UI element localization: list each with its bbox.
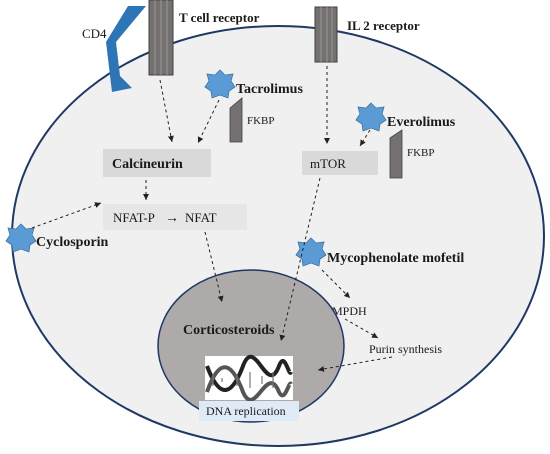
cd4-label: CD4 [82,26,107,41]
arrow-mycophenolate-to-impdh [321,269,351,299]
fkbp-left-icon [229,97,243,143]
t-cell-receptor-icon [148,0,174,76]
mtor-box [302,151,378,175]
mtor-label: mTOR [310,156,346,171]
dna-helix-icon [205,355,293,402]
tacrolimus-label: Tacrolimus [236,82,303,97]
arrow-cyclosporin-to-nfat [31,202,102,229]
fkbp-left-label: FKBP [247,115,275,127]
nfat-label: NFAT [185,210,217,225]
il2-receptor-icon [314,6,338,63]
cd4-receptor-icon [106,6,146,92]
il2-receptor-label: IL 2 receptor [347,18,420,33]
arrow-impdh-to-purin [344,318,379,339]
nfat-box [103,204,247,230]
mycophenolate-label: Mycophenolate mofetil [327,251,464,266]
calcineurin-box [103,149,211,177]
nfat-p-label: NFAT-P [113,210,155,225]
everolimus-label: Everolimus [387,115,456,130]
dna-replication-box [199,401,299,421]
purin-synthesis-label: Purin synthesis [369,342,442,356]
cyclosporin-label: Cyclosporin [36,235,109,250]
arrow-tacrolimus-to-calcineurin [197,99,220,144]
fkbp-right-label: FKBP [407,147,435,159]
pathway-arrows [31,66,393,372]
corticosteroids-label: Corticosteroids [183,323,275,338]
impdh-label: IMPDH [328,304,367,318]
nucleus [157,269,345,423]
t-cell-receptor-label: T cell receptor [179,10,260,25]
arrow-nfat-to-nucleus [204,231,224,303]
dna-replication-label: DNA replication [206,404,286,418]
nfat-arrow-label: → [165,211,179,226]
fkbp-right-icon [389,129,403,179]
calcineurin-label: Calcineurin [112,157,183,172]
arrow-purin-to-dna [317,356,393,372]
arrow-mtor-to-corticosteroids [279,177,321,342]
arrow-tcr-to-calcineurin [159,79,174,143]
